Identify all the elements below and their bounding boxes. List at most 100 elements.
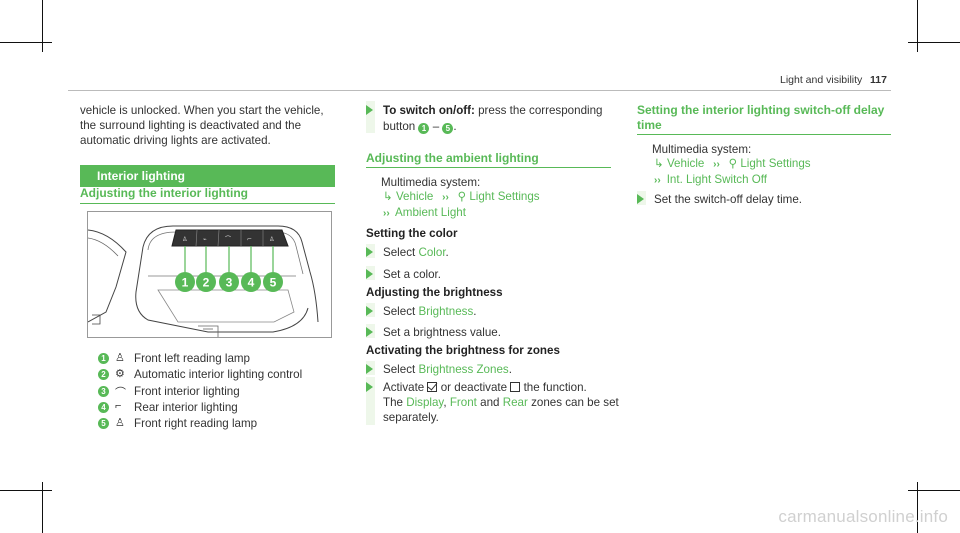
menu-item-rear[interactable]: Rear (502, 396, 528, 409)
return-arrow-icon: ↳ (654, 157, 664, 170)
step-arrow-icon (366, 247, 373, 257)
section-bar-interior-lighting: Interior lighting (80, 165, 335, 187)
figure-callout-label-2: 2 (203, 276, 210, 290)
inline-badge-5: 5 (442, 123, 454, 134)
menu-item-ambient-light[interactable]: Ambient Light (395, 206, 466, 219)
period: . (445, 246, 449, 259)
watermark: carmanualsonline.info (778, 507, 948, 526)
inline-badge-1: 1 (418, 123, 430, 134)
step-arrow-icon (366, 269, 373, 279)
step-title: To switch on/off: (383, 104, 475, 117)
step-highlight-stripe (366, 377, 375, 425)
svg-text:♙: ♙ (269, 236, 274, 243)
auto-interior-light-icon: ⚙ (115, 368, 125, 380)
activate-word: Activate (383, 381, 425, 394)
step-arrow-icon (366, 105, 373, 115)
figure-callout-2 (196, 272, 216, 292)
heading-rule (637, 134, 891, 135)
figure-callout-1 (175, 272, 195, 292)
step-text: press the corresponding (478, 104, 603, 117)
menu-item-int-light-switch-off[interactable]: Int. Light Switch Off (666, 173, 768, 186)
menu-item-light-settings[interactable]: Light Settings (740, 157, 811, 170)
crop-mark (0, 42, 52, 43)
menu-item-display[interactable]: Display (406, 396, 444, 409)
crop-mark (917, 482, 918, 533)
menu-item-brightness-zones[interactable]: Brightness Zones (418, 363, 509, 376)
checkbox-checked-icon (427, 382, 438, 392)
figure-callout-label-5: 5 (270, 276, 277, 290)
svg-text:⌐: ⌐ (247, 236, 252, 243)
header-rule (68, 90, 891, 91)
menu-path-switch-off-2: ›› Int. Light Switch Off (654, 172, 767, 188)
intro-line-2: the surround lighting is deactivated and… (80, 119, 302, 132)
step-text: Set a brightness value. (383, 326, 501, 339)
menu-item-vehicle[interactable]: Vehicle (666, 157, 705, 170)
crop-mark (0, 490, 52, 491)
menu-item-color[interactable]: Color (418, 246, 446, 259)
page-number: 117 (870, 74, 887, 86)
chevron-right-icon: ›› (383, 208, 393, 219)
heading-switch-off-delay-2: time (637, 118, 662, 132)
return-arrow-icon: ↳ (383, 190, 393, 203)
step-arrow-icon (366, 364, 373, 374)
light-settings-icon: ⚲ (457, 190, 467, 203)
step-arrow-icon (366, 382, 373, 392)
front-interior-light-icon: ⌒ (115, 387, 126, 399)
multimedia-label: Multimedia system: (381, 176, 481, 189)
intro-line-1: vehicle is unlocked. When you start the … (80, 104, 324, 117)
checkbox-unchecked-icon (510, 382, 521, 392)
figure-callout-4 (241, 272, 261, 292)
crop-mark (42, 0, 43, 52)
separately-text: separately. (383, 411, 439, 424)
crop-mark (908, 490, 960, 491)
chevron-right-icon: ›› (707, 159, 726, 170)
crop-mark (917, 0, 918, 52)
menu-path-ambient: ↳ Vehicle ›› ⚲ Light Settings (383, 189, 540, 205)
figure-callout-label-4: 4 (248, 276, 255, 290)
legend-number: 4 (98, 402, 109, 413)
menu-item-vehicle[interactable]: Vehicle (395, 190, 434, 203)
step-text: Set a color. (383, 268, 442, 281)
menu-item-front[interactable]: Front (449, 396, 477, 409)
crop-mark (42, 482, 43, 533)
menu-path-ambient-2: ›› Ambient Light (383, 205, 466, 221)
figure-callout-label-3: 3 (226, 276, 233, 290)
period: . (508, 363, 512, 376)
light-settings-icon: ⚲ (728, 157, 738, 170)
and-word: and (480, 396, 500, 409)
select-word: Select (383, 363, 416, 376)
step-text-button: button (383, 120, 416, 133)
select-word: Select (383, 246, 416, 259)
multimedia-label: Multimedia system: (652, 143, 752, 156)
the-word: The (383, 396, 403, 409)
heading-ambient-lighting: Adjusting the ambient lighting (366, 151, 539, 165)
range-dash: – (432, 120, 440, 133)
legend-label: Front right reading lamp (134, 417, 258, 430)
figure-callout-5 (263, 272, 283, 292)
legend-label: Rear interior lighting (134, 401, 238, 414)
crop-mark (908, 42, 960, 43)
comma: , (443, 396, 447, 409)
period: . (453, 120, 457, 133)
period: . (473, 305, 477, 318)
menu-item-brightness[interactable]: Brightness (418, 305, 474, 318)
figure-callout-3 (219, 272, 239, 292)
menu-item-light-settings[interactable]: Light Settings (469, 190, 540, 203)
legend-label: Automatic interior lighting control (134, 368, 303, 381)
menu-path-switch-off: ↳ Vehicle ›› ⚲ Light Settings (654, 156, 811, 172)
heading-switch-off-delay-1: Setting the interior lighting switch-off… (637, 103, 885, 117)
heading-rule (366, 167, 611, 168)
step-highlight-stripe (366, 101, 375, 133)
heading-adjusting-brightness: Adjusting the brightness (366, 286, 503, 299)
intro-line-3: automatic driving lights are activated. (80, 134, 271, 147)
deactivate-word: or deactivate (440, 381, 508, 394)
subheading-adjust-interior: Adjusting the interior lighting (80, 186, 248, 200)
chevron-right-icon: ›› (654, 175, 664, 186)
rear-interior-light-icon: ⌐ (115, 400, 122, 412)
figure-callout-label-1: 1 (182, 276, 189, 290)
select-word: Select (383, 305, 416, 318)
zones-tail: zones can be set (531, 396, 619, 409)
figure-overhead-control-panel: ♙ ⌁ ⌒ ⌐ ♙ 1 2 3 4 5 (87, 211, 332, 338)
legend-number: 1 (98, 353, 109, 364)
step-arrow-icon (366, 327, 373, 337)
